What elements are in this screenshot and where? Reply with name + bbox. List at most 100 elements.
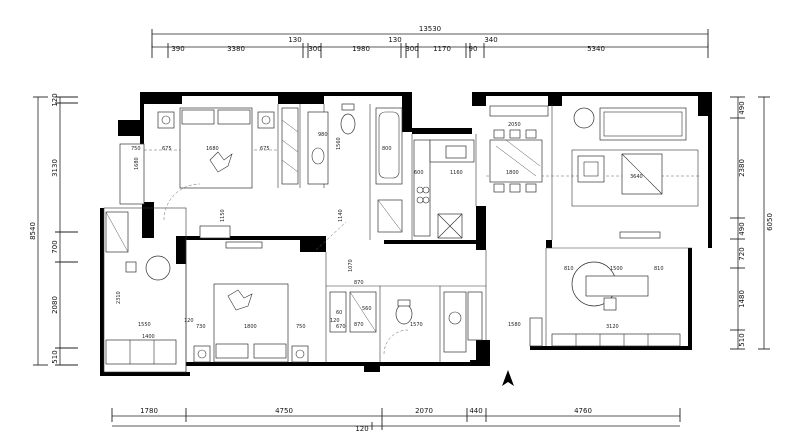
label-bed2-a: 730	[196, 324, 206, 330]
label-study-d: 3120	[606, 324, 619, 330]
dim-left-4: 2080	[51, 296, 59, 314]
dim-right-6: 510	[738, 333, 746, 346]
label-misc-d: 560	[362, 306, 372, 312]
label-study-a: 810	[564, 266, 574, 272]
label-corridor-h: 1140	[338, 209, 344, 222]
dim-top-5: 1980	[352, 45, 370, 53]
sofa	[599, 107, 687, 141]
left-dimensions: 8540 120 3130 700 2080 510	[29, 93, 78, 366]
label-wc-c: 1560	[336, 137, 342, 150]
label-hall-a: 1070	[348, 259, 354, 272]
label-bed1-b: 1680	[206, 146, 219, 152]
label-left-d: 120	[184, 318, 194, 324]
bath2-cabinet	[329, 291, 347, 333]
dim-bottom-5: 4760	[574, 407, 592, 415]
nightstand-1	[157, 111, 175, 129]
dim-top-9: 90	[469, 45, 478, 53]
label-bed2-b: 1800	[244, 324, 257, 330]
dim-left-5: 510	[51, 350, 59, 363]
nightstand-3	[193, 345, 211, 363]
dim-left-3: 700	[51, 240, 59, 253]
label-bed1-left: 750	[131, 146, 141, 152]
tv-cabinet	[619, 231, 661, 239]
dim-right-4: 720	[738, 247, 746, 260]
sink	[445, 145, 467, 159]
label-bath2-b: 870	[354, 322, 364, 328]
label-misc-c: 670	[336, 324, 346, 330]
study-cabinet	[551, 333, 681, 347]
dining: 2050 1800	[489, 105, 549, 193]
bathroom-bottom: 870 870 1570 1580 1070 120 60 670 560	[329, 259, 521, 355]
dim-top-8: 1170	[433, 45, 451, 53]
dim-left-1: 120	[51, 93, 59, 106]
label-study-c: 810	[654, 266, 664, 272]
label-dining-a: 2050	[508, 122, 521, 128]
bathroom-top: 980 800 1560 1140	[281, 103, 403, 233]
label-dining-b: 1800	[506, 170, 519, 176]
label-bed1-side: 1680	[134, 157, 140, 170]
dining-cabinet	[489, 105, 549, 117]
label-bath2-c: 1570	[410, 322, 423, 328]
dim-right-5: 1480	[738, 290, 746, 308]
toilet-top	[340, 113, 356, 135]
study-desk	[585, 275, 649, 297]
dim-left-2: 3130	[51, 159, 59, 177]
bedroom-2: 730 1800 750	[193, 241, 309, 363]
left-room: 1550 1400 2310 120	[105, 211, 194, 365]
label-bed2-c: 750	[296, 324, 306, 330]
dim-right-outer: 6050	[766, 213, 774, 231]
dim-top-6: 130	[388, 36, 401, 44]
dim-bottom-4: 440	[469, 407, 482, 415]
label-kit-b: 1160	[450, 170, 463, 176]
dim-top-7: 300	[405, 45, 418, 53]
nightstand-2	[257, 111, 275, 129]
kitchen-counter-left	[413, 139, 431, 237]
label-left-c: 2310	[116, 291, 122, 304]
dim-right-1: 490	[738, 101, 746, 114]
label-misc-b: 60	[336, 310, 342, 316]
study: 810 1500 810 3120	[529, 261, 681, 347]
label-kit-a: 600	[414, 170, 424, 176]
dim-bottom-below: 120	[355, 425, 368, 433]
toilet-bottom	[395, 303, 413, 325]
dim-top-1: 390	[171, 45, 184, 53]
dim-right-2: 2380	[738, 159, 746, 177]
left-round-table	[145, 255, 171, 281]
dim-top-10: 340	[484, 36, 497, 44]
label-living-a: 3640	[630, 174, 643, 180]
label-wc-b: 800	[382, 146, 392, 152]
left-desk	[105, 339, 177, 365]
study-chair	[603, 297, 617, 311]
label-bath2-a: 870	[354, 280, 364, 286]
armchair	[577, 155, 605, 183]
label-left-b: 1400	[142, 334, 155, 340]
label-study-b: 1500	[610, 266, 623, 272]
label-bath2-d: 1580	[508, 322, 521, 328]
dim-bottom-3: 2070	[415, 407, 433, 415]
label-misc-a: 120	[330, 318, 340, 324]
label-bed1-h: 1150	[220, 209, 226, 222]
dim-top-11: 5340	[587, 45, 605, 53]
dim-left-outer: 8540	[29, 222, 37, 240]
dim-bottom-1: 1780	[140, 407, 158, 415]
dim-right-3: 490	[738, 222, 746, 235]
north-arrow-icon	[502, 370, 514, 386]
label-bed1-c: 675	[260, 146, 270, 152]
top-dimensions: 13530 390 3380 130 300 1980 130 300 1170…	[151, 25, 709, 58]
dim-top-2: 3380	[227, 45, 245, 53]
kitchen: 600 1160	[413, 139, 475, 239]
dim-bottom-2: 4750	[275, 407, 293, 415]
dim-total-width: 13530	[419, 25, 441, 33]
nightstand-4	[291, 345, 309, 363]
living-room: 3640	[571, 107, 699, 239]
dim-top-3: 130	[288, 36, 301, 44]
right-dimensions: 6050 490 2380 490 720 1480 510	[730, 96, 774, 350]
label-left-a: 1550	[138, 322, 151, 328]
bedroom-1: 675 1680 675 750 1680 1150	[119, 107, 275, 239]
interior-lines	[103, 104, 700, 373]
side-table	[573, 107, 595, 129]
label-bed1-a: 675	[162, 146, 172, 152]
bathtub	[375, 107, 403, 185]
dim-top-4: 300	[308, 45, 321, 53]
